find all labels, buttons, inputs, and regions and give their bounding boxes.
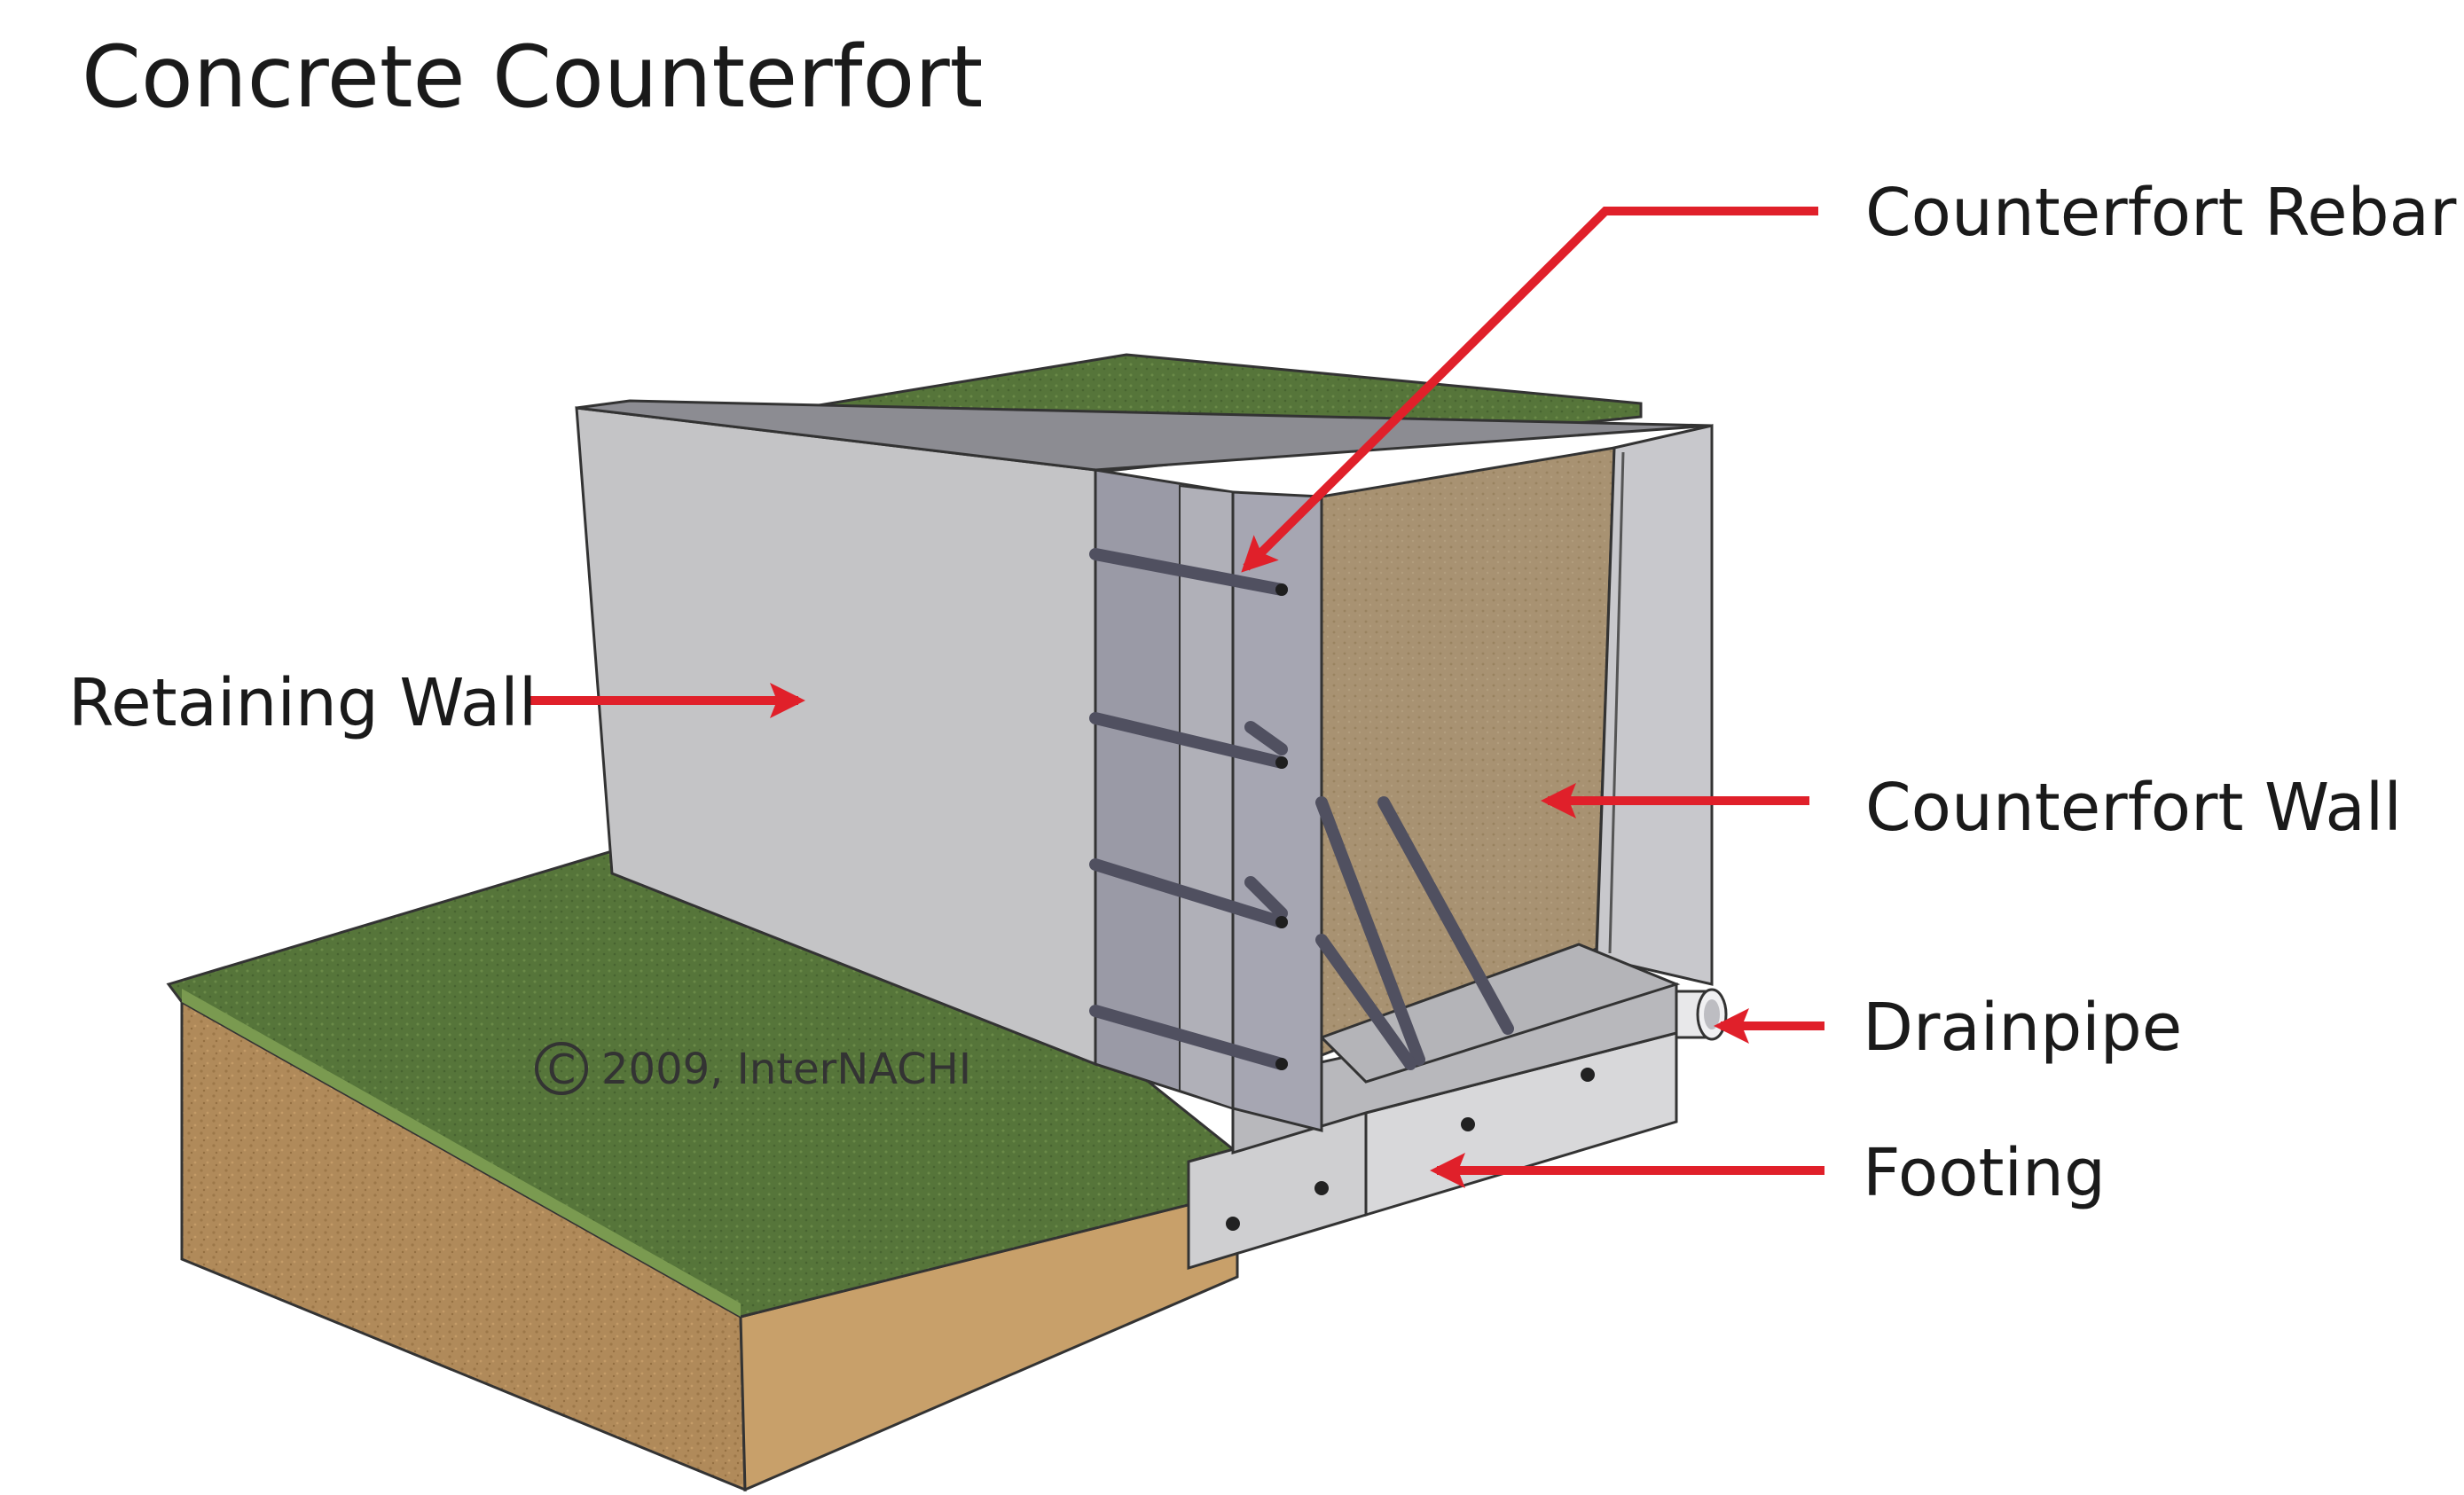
counterfort-frame-right — [1595, 424, 1714, 986]
label-counterfort-rebar: Counterfort Rebar — [1865, 175, 2457, 251]
label-footing: Footing — [1863, 1135, 2106, 1211]
copyright-notice: C 2009, InterNACHI — [535, 1042, 971, 1095]
callout-arrows — [530, 207, 1824, 1188]
footing-bolts — [1226, 1068, 1595, 1231]
diagram-title: Concrete Counterfort — [82, 27, 983, 127]
copyright-text: 2009, InterNACHI — [601, 1045, 971, 1094]
label-counterfort-wall: Counterfort Wall — [1865, 770, 2402, 846]
svg-text:C: C — [547, 1045, 576, 1093]
label-retaining-wall: Retaining Wall — [68, 665, 537, 741]
arrow-counterfort-rebar — [1241, 207, 1818, 573]
label-drainpipe: Drainpipe — [1863, 990, 2182, 1066]
rebar-ends — [1275, 583, 1288, 1070]
copyright-symbol-icon — [535, 1042, 588, 1095]
counterfort-rebar — [1089, 548, 1514, 1070]
grass-edge-strip — [182, 989, 741, 1317]
drainpipe — [1675, 988, 1728, 1041]
